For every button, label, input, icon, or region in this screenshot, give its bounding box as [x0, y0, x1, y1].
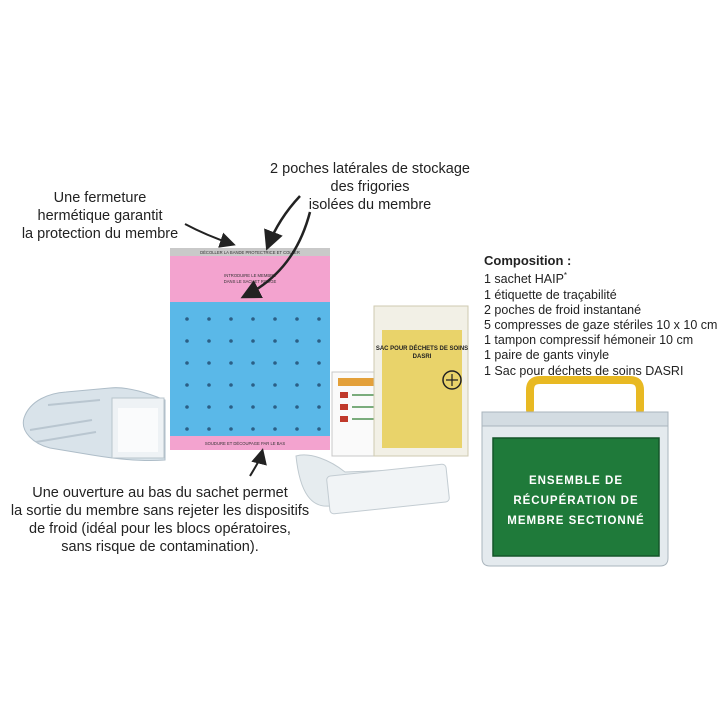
annotation-side-pockets-line-2: des frigories	[330, 179, 410, 195]
svg-text:INTRODUIRE LE MEMBRE: INTRODUIRE LE MEMBRE	[224, 273, 276, 278]
annotation-bottom-opening: Une ouverture au bas du sachet permet la…	[10, 484, 310, 556]
svg-text:DÉCOLLER LA BANDE PROTECTRICE: DÉCOLLER LA BANDE PROTECTRICE ET COLLER	[200, 250, 300, 255]
carrying-case: ENSEMBLE DE RÉCUPÉRATION DE MEMBRE SECTI…	[481, 376, 669, 567]
case-label-1: ENSEMBLE DE	[529, 475, 623, 487]
composition-item: 1 sachet HAIP*	[484, 271, 568, 287]
annotation-side-pockets: 2 poches latérales de stockage des frigo…	[255, 160, 485, 214]
composition-item: 1 tampon compressif hémoneir 10 cm	[484, 333, 694, 348]
svg-text:SOUDURE ET DÉCOUPAGE PAR LE BA: SOUDURE ET DÉCOUPAGE PAR LE BAS	[205, 441, 285, 446]
annotation-bottom-line-2: la sortie du membre sans rejeter les dis…	[10, 503, 310, 519]
annotation-bottom-line-1: Une ouverture au bas du sachet permet	[32, 485, 288, 501]
annotation-closure-line-2: hermétique garantit	[37, 208, 163, 224]
annotation-closure: Une fermeture hermétique garantit la pro…	[0, 189, 200, 243]
composition-item: 2 poches de froid instantané	[484, 302, 642, 317]
composition-item: 1 paire de gants vinyle	[484, 348, 610, 363]
annotation-bottom-line-3: de froid (idéal pour les blocs opératoir…	[29, 521, 291, 537]
annotation-side-pockets-line-3: isolées du membre	[308, 197, 432, 213]
composition-item: 5 compresses de gaze stériles 10 x 10 cm	[484, 317, 718, 332]
compresses	[295, 454, 450, 515]
composition-list: Composition : 1 sachet HAIP* 1 étiquette…	[484, 253, 717, 379]
case-label-3: MEMBRE SECTIONNÉ	[507, 514, 644, 527]
waste-bag-label-1: SAC POUR DÉCHETS DE SOINS	[376, 344, 468, 352]
annotation-closure-line-3: la protection du membre	[21, 226, 179, 242]
annotation-arrows	[184, 195, 312, 477]
haip-bag: DÉCOLLER LA BANDE PROTECTRICE ET COLLER …	[170, 248, 330, 450]
composition-item: 1 Sac pour déchets de soins DASRI	[484, 363, 684, 378]
waste-bag-label-2: DASRI	[413, 354, 432, 360]
vinyl-gloves	[22, 387, 166, 462]
case-label-2: RÉCUPÉRATION DE	[513, 494, 638, 507]
composition-title: Composition :	[484, 253, 572, 268]
annotation-bottom-line-4: sans risque de contamination).	[61, 539, 259, 555]
annotation-side-pockets-line-1: 2 poches latérales de stockage	[270, 161, 470, 177]
dasri-waste-bag: SAC POUR DÉCHETS DE SOINS DASRI	[373, 305, 469, 457]
annotation-closure-line-1: Une fermeture	[53, 190, 147, 206]
composition-item: 1 étiquette de traçabilité	[484, 287, 617, 302]
